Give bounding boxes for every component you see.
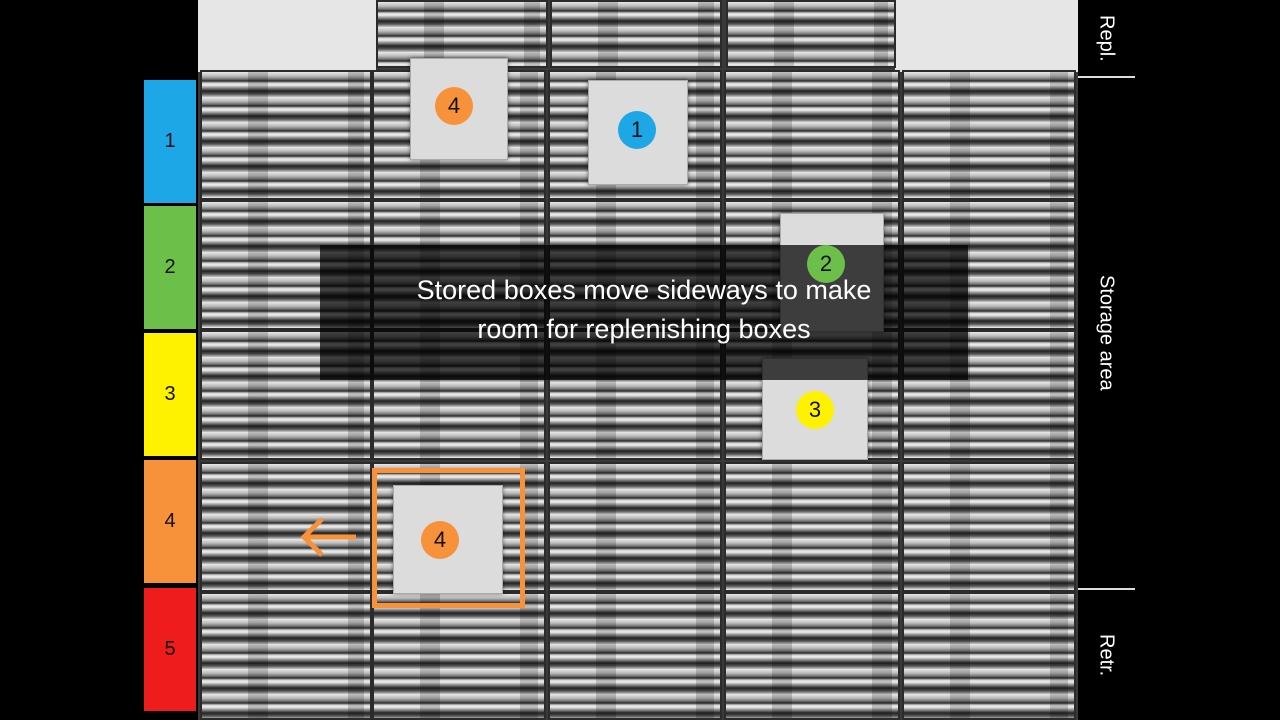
conveyor-bay	[550, 0, 722, 68]
legend-level-4: 4	[144, 460, 196, 583]
caption-overlay: Stored boxes move sideways to make room …	[320, 245, 968, 380]
box-level-badge: 2	[807, 245, 845, 283]
conveyor-bay	[726, 0, 896, 68]
conveyor-bay	[724, 462, 900, 592]
zone-label-retrieve: Retr.	[1080, 590, 1132, 720]
box-level-badge: 1	[618, 111, 656, 149]
box-level-badge: 3	[796, 391, 834, 429]
zone-label-replenish: Repl.	[1080, 0, 1132, 76]
zone-label-retrieve-text: Retr.	[1095, 633, 1118, 677]
conveyor-bay	[200, 462, 372, 592]
conveyor-bay	[724, 592, 900, 720]
highlight-frame	[372, 468, 525, 608]
zone-divider	[1078, 588, 1135, 590]
conveyor-bay	[724, 70, 900, 200]
conveyor-bay	[902, 462, 1076, 592]
zone-label-storage-text: Storage area	[1095, 275, 1118, 391]
box-level-badge: 4	[435, 87, 473, 125]
caption-line-1: Stored boxes move sideways to make	[416, 275, 872, 305]
conveyor-bay	[200, 592, 372, 720]
storage-box	[410, 58, 508, 160]
legend-level-1: 1	[144, 80, 196, 203]
floor-panel	[198, 0, 376, 72]
box-level-badge: 4	[421, 521, 459, 559]
zone-divider	[1078, 76, 1135, 78]
conveyor-bay	[902, 70, 1076, 200]
floor-panel	[895, 0, 1078, 72]
legend-level-3: 3	[144, 333, 196, 456]
conveyor-bay	[902, 592, 1076, 720]
arrow-left-icon	[300, 517, 356, 557]
zone-label-storage: Storage area	[1080, 78, 1132, 588]
zone-label-replenish-text: Repl.	[1095, 14, 1118, 62]
legend-level-5: 5	[144, 588, 196, 711]
conveyor-bay	[372, 592, 546, 720]
conveyor-bay	[548, 462, 722, 592]
conveyor-bay	[200, 70, 372, 200]
legend-level-2: 2	[144, 206, 196, 329]
conveyor-bay	[548, 592, 722, 720]
conveyor-bay	[376, 0, 548, 68]
caption-line-2: room for replenishing boxes	[477, 314, 811, 344]
